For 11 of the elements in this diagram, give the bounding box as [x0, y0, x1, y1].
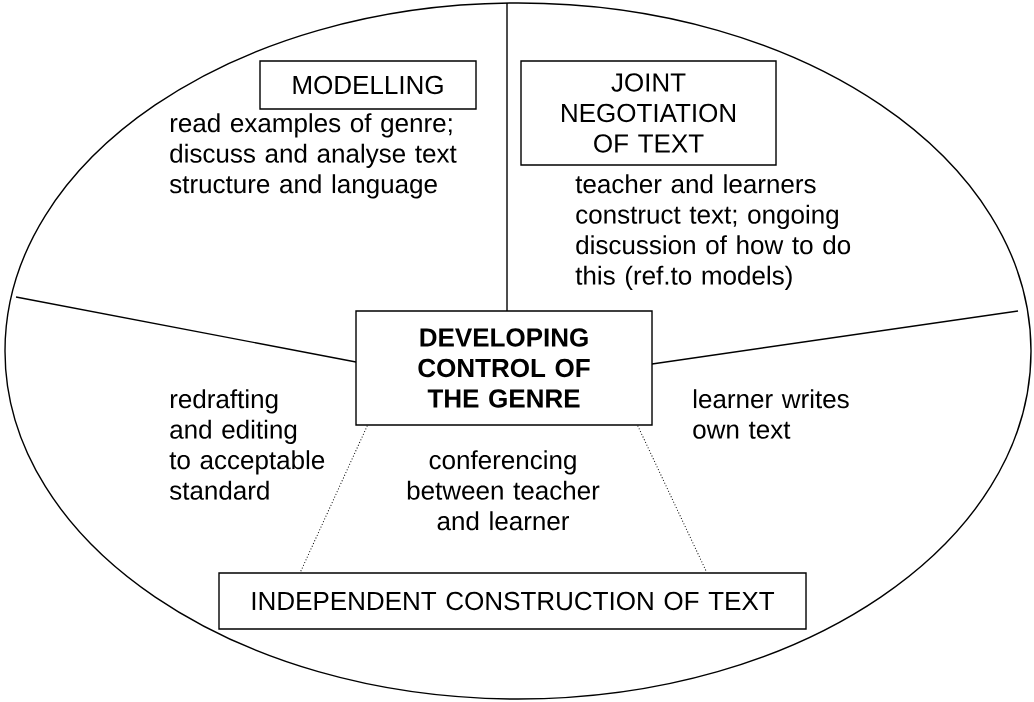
dotted-line — [637, 425, 708, 573]
description-text: learner writes own text — [693, 389, 849, 439]
description-text: teacher and learners construct text; ongoing discussion of how to do this (ref.to models) — [575, 174, 851, 290]
text-box: DEVELOPING CONTROL OF THE GENRE — [355, 310, 653, 426]
text-box: INDEPENDENT CONSTRUCTION OF TEXT — [218, 572, 807, 630]
description-text: read examples of genre; discuss and analyse text structure and language — [169, 113, 457, 199]
description-text: conferencing between teacher and learner — [407, 450, 600, 531]
text-box: MODELLING — [259, 60, 477, 110]
dotted-line — [299, 425, 368, 573]
description-text: redrafting and editing to acceptable standard — [169, 389, 325, 500]
text-box: JOINT NEGOTIATION OF TEXT — [520, 60, 777, 166]
